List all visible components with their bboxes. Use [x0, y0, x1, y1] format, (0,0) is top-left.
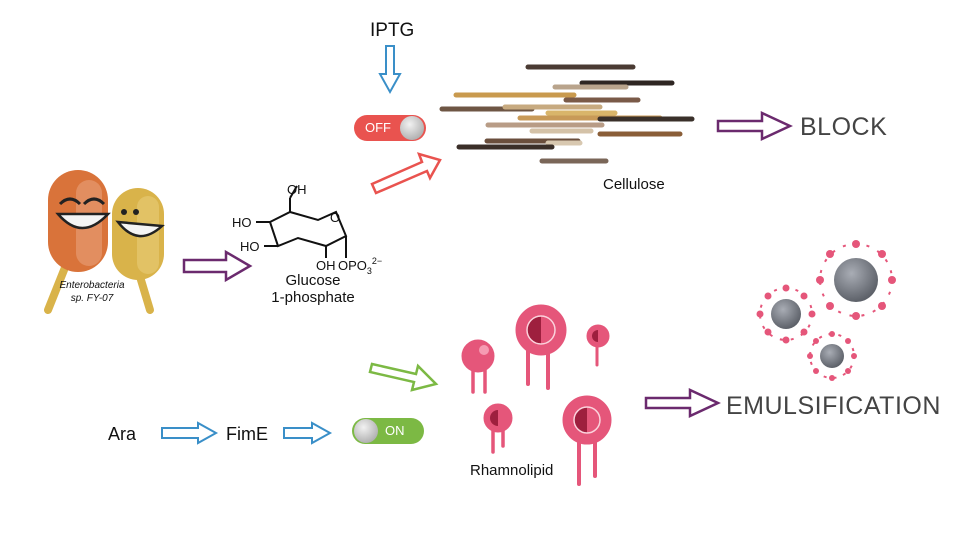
toggle-on-switch: ON	[352, 418, 424, 444]
rhamnolipid-2	[461, 339, 495, 394]
label-block: BLOCK	[800, 113, 888, 141]
arrow-to-block	[716, 111, 793, 141]
rhamnolipid-molecules	[461, 304, 612, 486]
toggle-off-text: OFF	[365, 120, 391, 135]
glucose-1-phosphate-structure	[256, 185, 348, 258]
arrow-ara-to-fime	[161, 421, 219, 445]
molecule-oh-top: OH	[287, 182, 307, 197]
emulsion-droplet-left	[756, 284, 816, 344]
molecule-ho-left: HO	[232, 215, 252, 230]
rhamnolipid-4	[483, 403, 513, 454]
cellulose-fibers	[439, 64, 695, 164]
bacterium-eyes	[58, 197, 106, 206]
arrow-fime-to-on	[283, 421, 333, 445]
label-rhamnolipid: Rhamnolipid	[470, 462, 554, 479]
label-bacteria-line1: Enterobacteria	[59, 280, 125, 291]
arrow-to-rhamnolipid	[368, 362, 439, 392]
bacterium-mouth	[55, 212, 111, 230]
arrow-bacteria-to-glucose	[182, 249, 253, 283]
toggle-off-knob	[400, 116, 424, 140]
label-cellulose: Cellulose	[603, 176, 665, 193]
label-bacteria-line2: sp. FY-07	[70, 293, 114, 304]
molecule-ring-o: O	[330, 210, 340, 225]
bacteria-illustration	[44, 170, 165, 314]
arrow-to-cellulose	[370, 152, 442, 195]
toggle-on-text: ON	[385, 423, 405, 438]
label-ara: Ara	[108, 424, 137, 444]
label-iptg: IPTG	[370, 20, 415, 41]
emulsion-droplets	[756, 240, 896, 381]
molecule-phosphate: OPO32−	[338, 256, 382, 276]
label-fime: FimE	[226, 424, 268, 444]
rhamnolipid-3	[586, 324, 610, 367]
toggle-on-knob	[354, 419, 378, 443]
rhamnolipid-5	[562, 395, 612, 486]
label-glucose-line1: Glucose	[285, 272, 341, 289]
label-glucose-line2: 1-phosphate	[271, 289, 355, 306]
label-emulsification: EMULSIFICATION	[726, 392, 941, 420]
molecule-oh-bottom: OH	[316, 258, 336, 273]
rhamnolipid-1	[515, 304, 567, 390]
toggle-off-switch: OFF	[354, 115, 426, 141]
molecule-ho-mid: HO	[240, 239, 260, 254]
emulsion-droplet-large	[816, 240, 896, 320]
emulsion-droplet-bottom	[807, 331, 857, 381]
arrow-iptg-down	[378, 45, 402, 95]
arrow-to-emulsification	[644, 388, 721, 418]
